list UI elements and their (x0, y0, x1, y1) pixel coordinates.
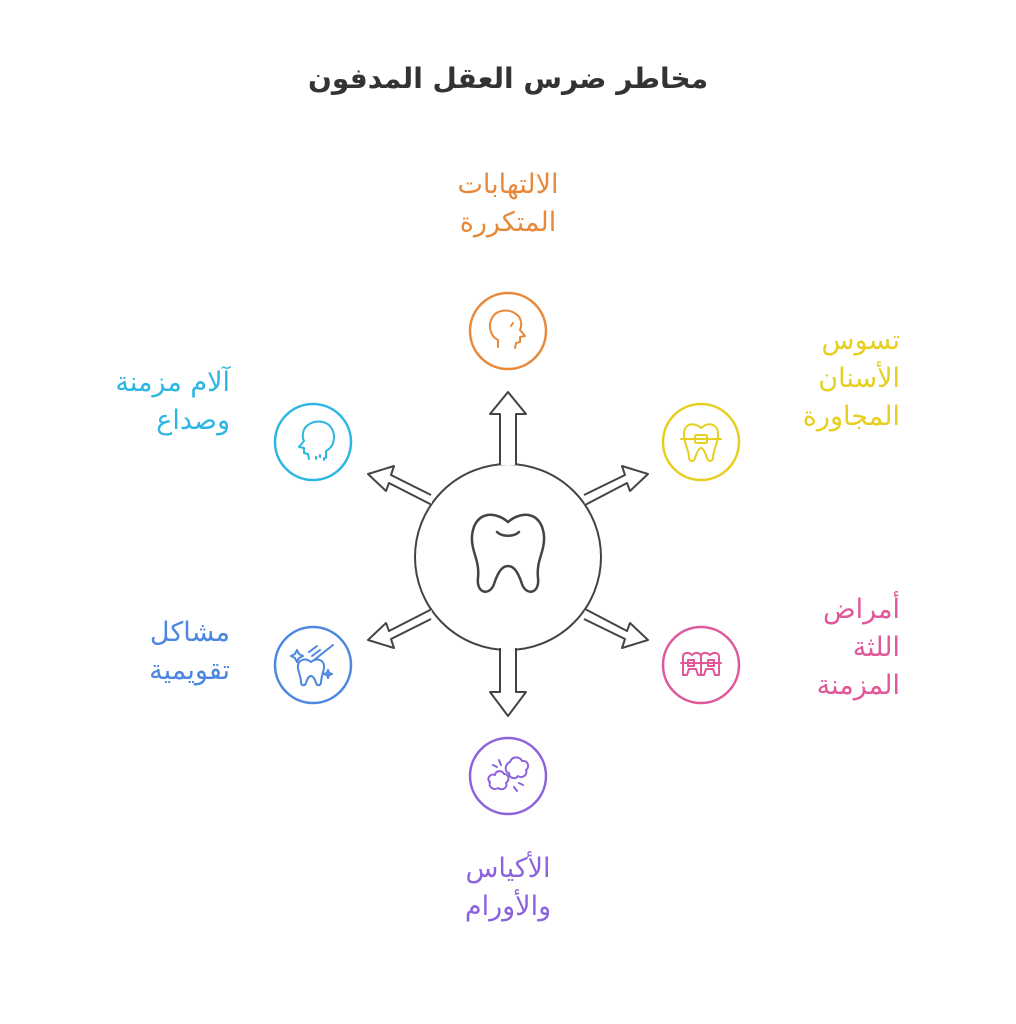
icon-inflammation (468, 291, 548, 371)
icon-cysts (468, 736, 548, 816)
icon-ortho (273, 625, 353, 705)
label-line: أمراض (822, 594, 900, 625)
label-line: مشاكل (149, 617, 230, 648)
hub-circle (414, 463, 602, 651)
label-gum: أمراض اللثة المزمنة (755, 591, 900, 705)
head-profile-icon (489, 309, 526, 349)
arrow-upper-left (367, 465, 433, 506)
tooth-icon (470, 513, 546, 593)
icon-gum (661, 625, 741, 705)
cyst-tumor-icon (487, 756, 530, 792)
arrow-upper-right (583, 465, 649, 506)
arrow-lower-left (367, 608, 433, 649)
tooth-braces-icon (680, 423, 722, 462)
label-line: المتكررة (459, 207, 557, 238)
arrow-lower-right (583, 608, 649, 649)
label-line: والأورام (464, 891, 552, 922)
teeth-braces-icon (680, 651, 722, 676)
label-pain: آلام مزمنة وصداع (60, 364, 230, 440)
label-line: تسوس (821, 325, 900, 356)
label-line: تقويمية (149, 655, 230, 686)
label-ortho: مشاكل تقويمية (60, 614, 230, 690)
tooth-brush-sparkle-icon (290, 644, 334, 687)
icon-pain (273, 402, 353, 482)
arrow-down (489, 648, 527, 717)
diagram-title: مخاطر ضرس العقل المدفون (307, 62, 709, 95)
label-line: الالتهابات (457, 169, 559, 200)
label-line: اللثة (852, 632, 900, 663)
label-line: آلام مزمنة (115, 367, 230, 398)
label-line: المزمنة (816, 670, 900, 701)
arrow-up (489, 391, 527, 465)
label-line: المجاورة (802, 401, 900, 432)
hub (367, 391, 649, 717)
label-inflammation: الالتهابات المتكررة (408, 166, 608, 242)
label-line: وصداع (156, 405, 230, 436)
label-cysts: الأكياس والأورام (408, 850, 608, 926)
head-pain-icon (298, 420, 335, 461)
icon-decay (661, 402, 741, 482)
label-line: الأكياس (465, 853, 551, 884)
label-line: الأسنان (818, 363, 900, 394)
label-decay: تسوس الأسنان المجاورة (755, 322, 900, 436)
